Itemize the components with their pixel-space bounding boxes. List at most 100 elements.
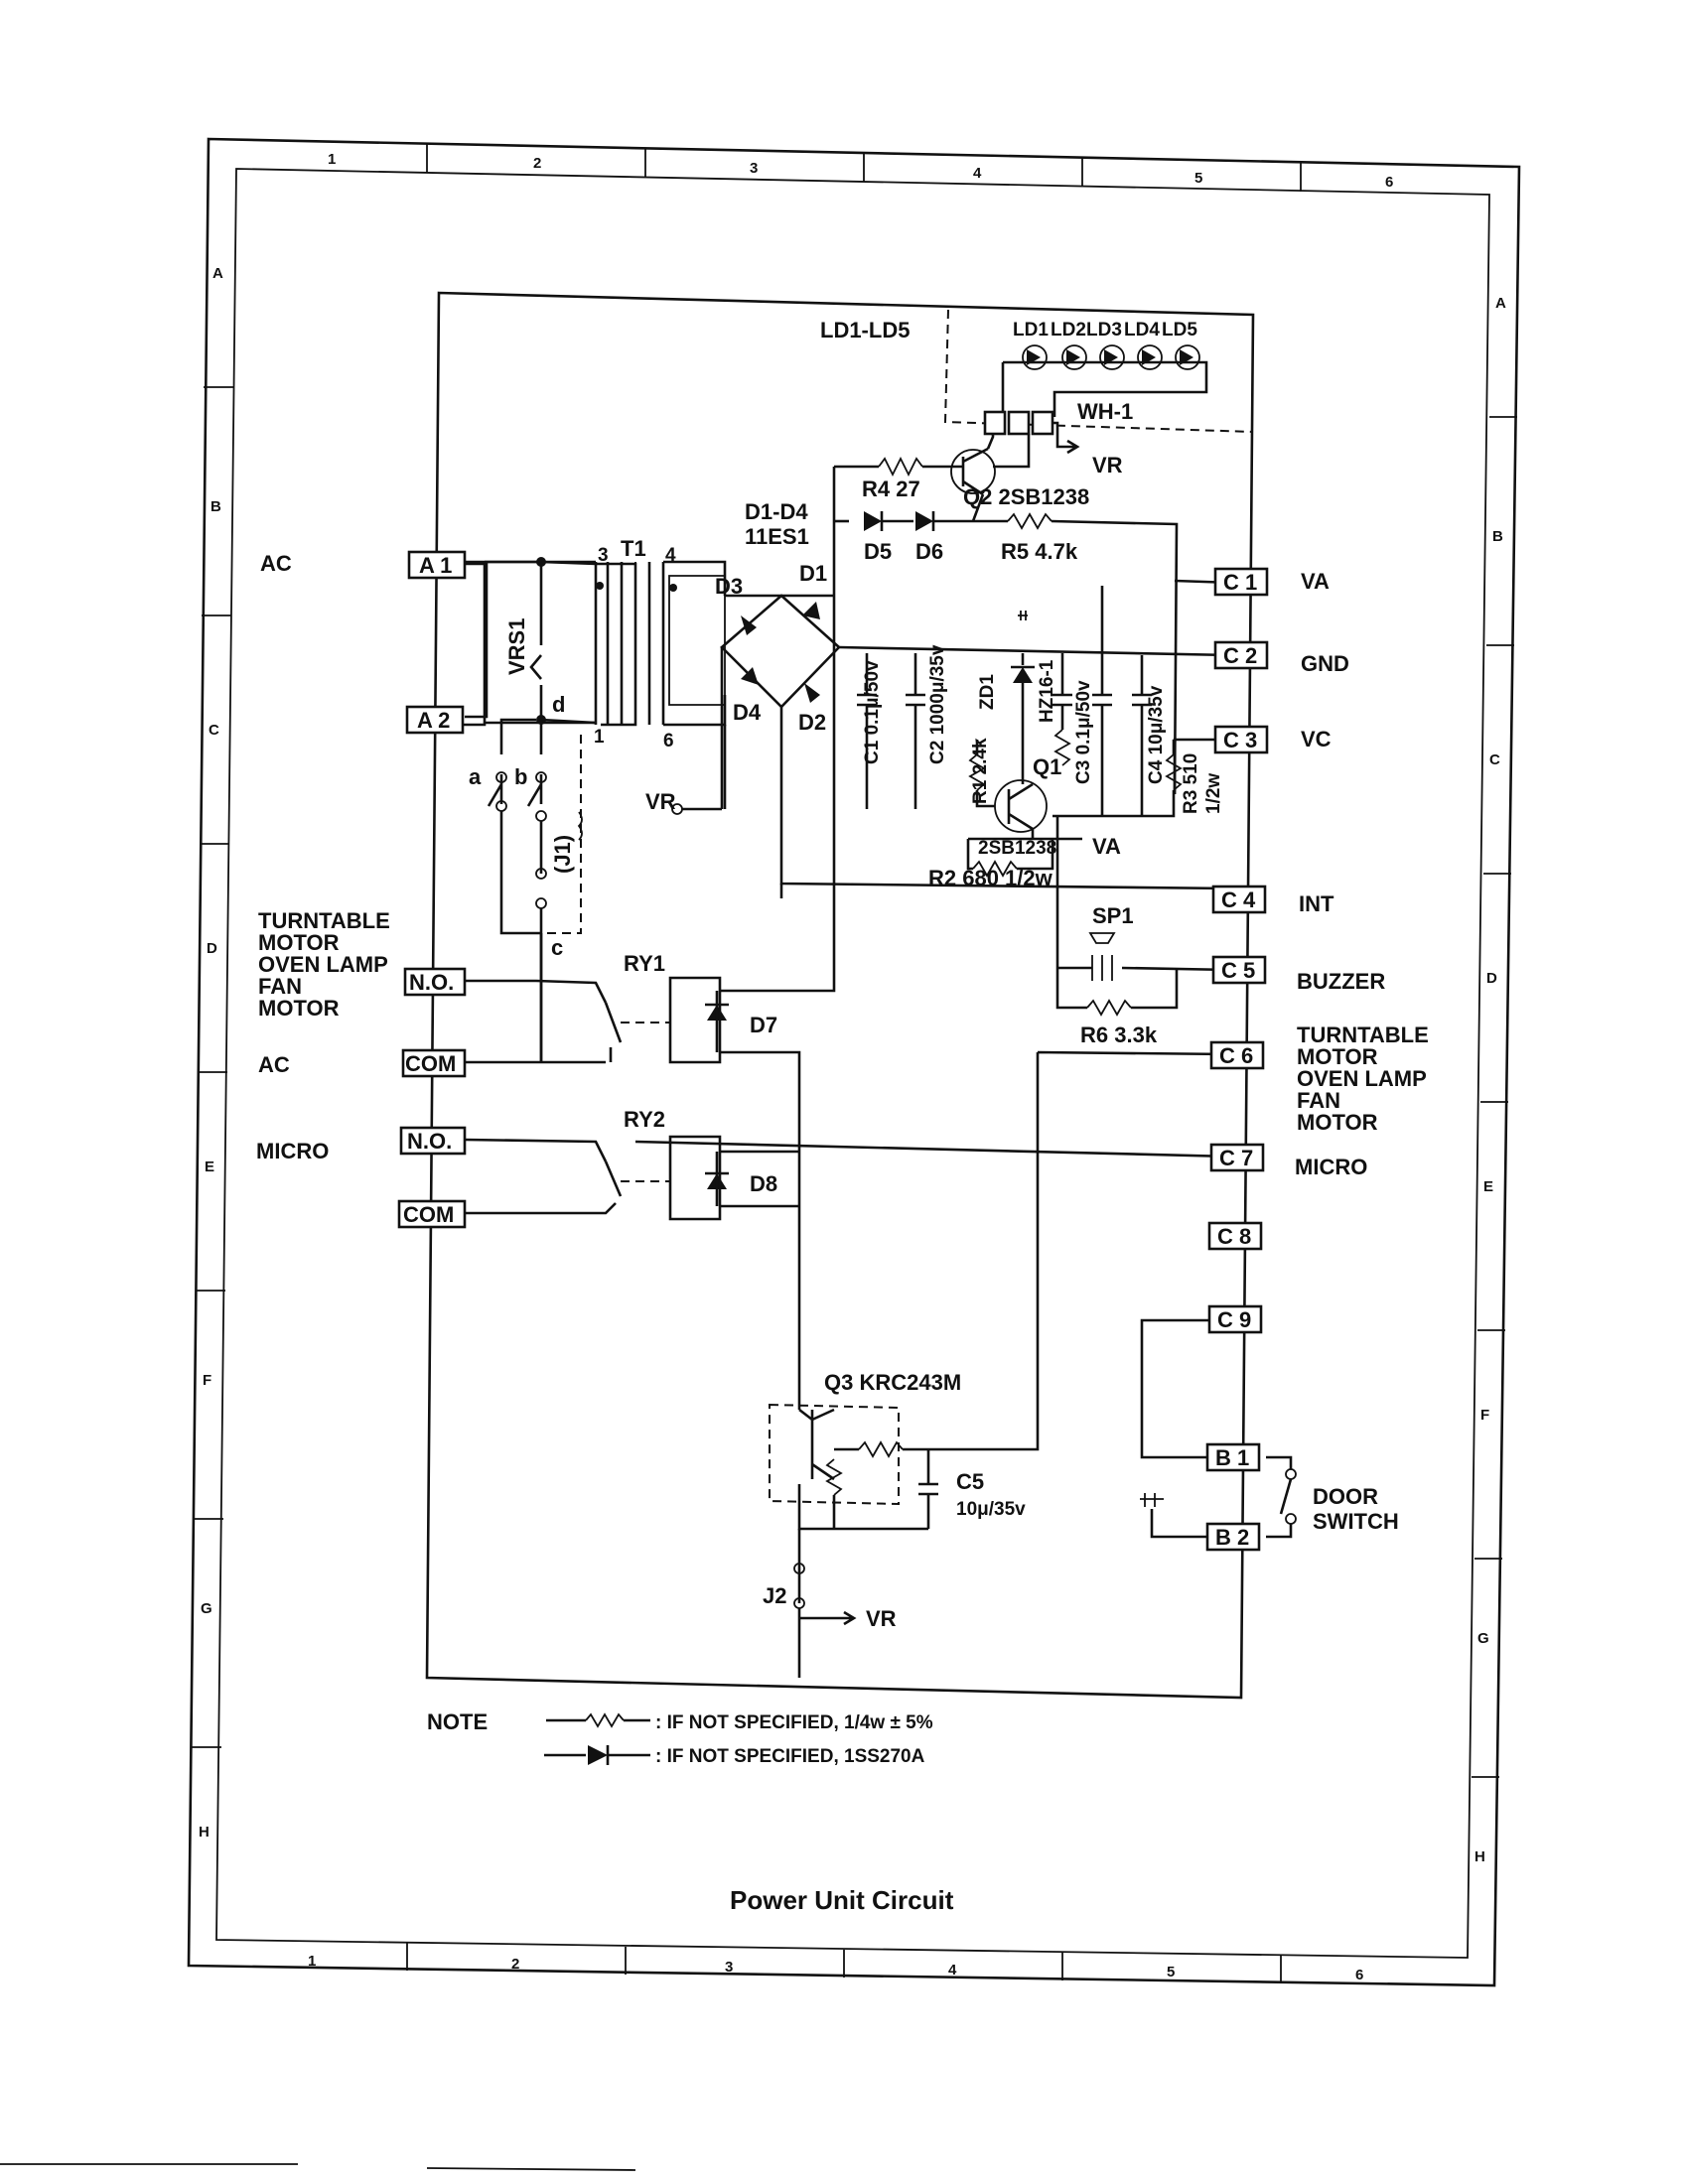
wh1-label: WH-1 xyxy=(1077,399,1133,424)
left-label-turntable-3: OVEN LAMP xyxy=(258,952,388,977)
c5-value-label: 10μ/35v xyxy=(956,1499,1026,1520)
node-c-label: c xyxy=(551,935,563,960)
led-label-1: LD1 xyxy=(1013,320,1049,341)
left-terminals: A 1 A 2 N.O. COM N.O. COM xyxy=(397,550,467,1229)
right-label-switch: SWITCH xyxy=(1313,1509,1399,1534)
d1d4-part-label: 11ES1 xyxy=(745,524,809,549)
t1-pin1: 1 xyxy=(594,727,605,748)
left-label-ac-top: AC xyxy=(260,551,292,576)
d7-label: D7 xyxy=(750,1013,777,1037)
wh1-pin-1 xyxy=(983,410,1007,436)
grid-col-bottom-3: 3 xyxy=(725,1959,733,1976)
right-label-turntable-3: OVEN LAMP xyxy=(1297,1066,1427,1091)
vrs1-label: VRS1 xyxy=(504,618,529,675)
terminal-a2 xyxy=(405,705,465,735)
d1d4-label: D1-D4 xyxy=(745,499,808,524)
d8-label: D8 xyxy=(750,1171,777,1196)
q1-part-label: 2SB1238 xyxy=(978,838,1056,859)
q2-section xyxy=(832,433,1179,795)
left-label-turntable-4: FAN xyxy=(258,974,302,999)
note-label: NOTE xyxy=(427,1709,488,1734)
left-label-turntable-2: MOTOR xyxy=(258,930,340,955)
node-a-label: a xyxy=(469,764,482,789)
right-label-va: VA xyxy=(1301,569,1330,594)
door-switch-wiring xyxy=(1140,1318,1297,1539)
grid-row-left-c: C xyxy=(209,722,219,739)
terminal-c3-label: C 3 xyxy=(1223,728,1257,752)
c3-label: C3 0.1μ/50v xyxy=(1073,680,1094,784)
led-diode-2 xyxy=(1061,344,1087,370)
grid-col-bottom-1: 1 xyxy=(308,1953,316,1970)
grid-labels: 1 2 3 4 5 6 1 2 3 4 5 6 A B C D E F G H … xyxy=(199,151,1506,1983)
scan-edge-lines xyxy=(0,2163,636,2171)
grid-row-right-g: G xyxy=(1477,1630,1489,1647)
vr-label-mid: VR xyxy=(645,789,676,814)
transformer-t1 xyxy=(461,560,727,727)
right-label-door: DOOR xyxy=(1313,1484,1378,1509)
node-d-label: d xyxy=(552,692,565,717)
terminal-com-2 xyxy=(397,1199,467,1229)
terminal-c3 xyxy=(1213,725,1269,754)
t1-label: T1 xyxy=(621,536,646,561)
led-diode-5 xyxy=(1175,344,1200,370)
q1-transistor xyxy=(994,779,1048,833)
t1-pin3: 3 xyxy=(598,545,609,566)
led-diode-4 xyxy=(1137,344,1163,370)
q1-label: Q1 xyxy=(1033,754,1061,779)
led-label-5: LD5 xyxy=(1162,320,1197,341)
vr-label-top: VR xyxy=(1092,453,1123,478)
terminal-c2-label: C 2 xyxy=(1223,643,1257,668)
terminal-c4 xyxy=(1211,885,1267,914)
diagram-caption: Power Unit Circuit xyxy=(730,1885,954,1915)
d5-label: D5 xyxy=(864,539,892,564)
led-section xyxy=(943,309,1254,469)
grid-row-right-b: B xyxy=(1492,528,1503,545)
c7-wire xyxy=(634,1140,1232,1159)
wh1-pin-3 xyxy=(1031,410,1054,436)
terminal-c8 xyxy=(1207,1221,1263,1251)
zd1-zener xyxy=(1013,667,1033,683)
grid-row-left-h: H xyxy=(199,1824,210,1841)
ry1-label: RY1 xyxy=(624,951,665,976)
right-label-gnd: GND xyxy=(1301,651,1349,676)
va-node-label: VA xyxy=(1092,834,1121,859)
d4-label: D4 xyxy=(733,700,762,725)
left-label-turntable-5: MOTOR xyxy=(258,996,340,1021)
terminal-c6-label: C 6 xyxy=(1219,1043,1253,1068)
grid-col-bottom-5: 5 xyxy=(1167,1964,1175,1980)
terminal-c7-label: C 7 xyxy=(1219,1146,1253,1170)
terminal-a1-label: A 1 xyxy=(419,553,452,578)
right-label-turntable-5: MOTOR xyxy=(1297,1110,1378,1135)
t1-pin4: 4 xyxy=(665,545,676,566)
grid-col-top-2: 2 xyxy=(533,155,541,172)
hz-label: HZ16-1 xyxy=(1037,659,1057,723)
wh1-pin-2 xyxy=(1007,410,1031,436)
q2-label: Q2 2SB1238 xyxy=(963,484,1089,509)
grid-row-right-f: F xyxy=(1480,1407,1489,1424)
terminal-a2-label: A 2 xyxy=(417,708,450,733)
r4-label: R4 27 xyxy=(862,477,920,501)
left-label-micro: MICRO xyxy=(256,1139,329,1163)
terminal-b1 xyxy=(1205,1442,1261,1472)
right-label-turntable-1: TURNTABLE xyxy=(1297,1023,1429,1047)
left-label-turntable-1: TURNTABLE xyxy=(258,908,390,933)
note-line-2: : IF NOT SPECIFIED, 1SS270A xyxy=(655,1746,925,1767)
led-label-4: LD4 xyxy=(1124,320,1160,341)
terminal-b2-label: B 2 xyxy=(1215,1525,1249,1550)
terminal-c2 xyxy=(1213,640,1269,670)
grid-row-right-a: A xyxy=(1495,295,1506,312)
buzzer-section xyxy=(1055,816,1232,1017)
q3-section xyxy=(769,1226,1023,1678)
terminal-no-2-label: N.O. xyxy=(407,1129,452,1154)
terminal-c1 xyxy=(1213,567,1269,597)
terminal-c5 xyxy=(1211,955,1267,985)
led-diode-3 xyxy=(1099,344,1125,370)
right-label-turntable-4: FAN xyxy=(1297,1088,1340,1113)
r5-label: R5 4.7k xyxy=(1001,539,1078,564)
d2-label: D2 xyxy=(798,710,826,735)
terminal-c4-label: C 4 xyxy=(1221,887,1256,912)
q2-transistor xyxy=(950,449,996,494)
grid-col-top-3: 3 xyxy=(750,160,758,177)
d2-diode xyxy=(804,683,820,703)
